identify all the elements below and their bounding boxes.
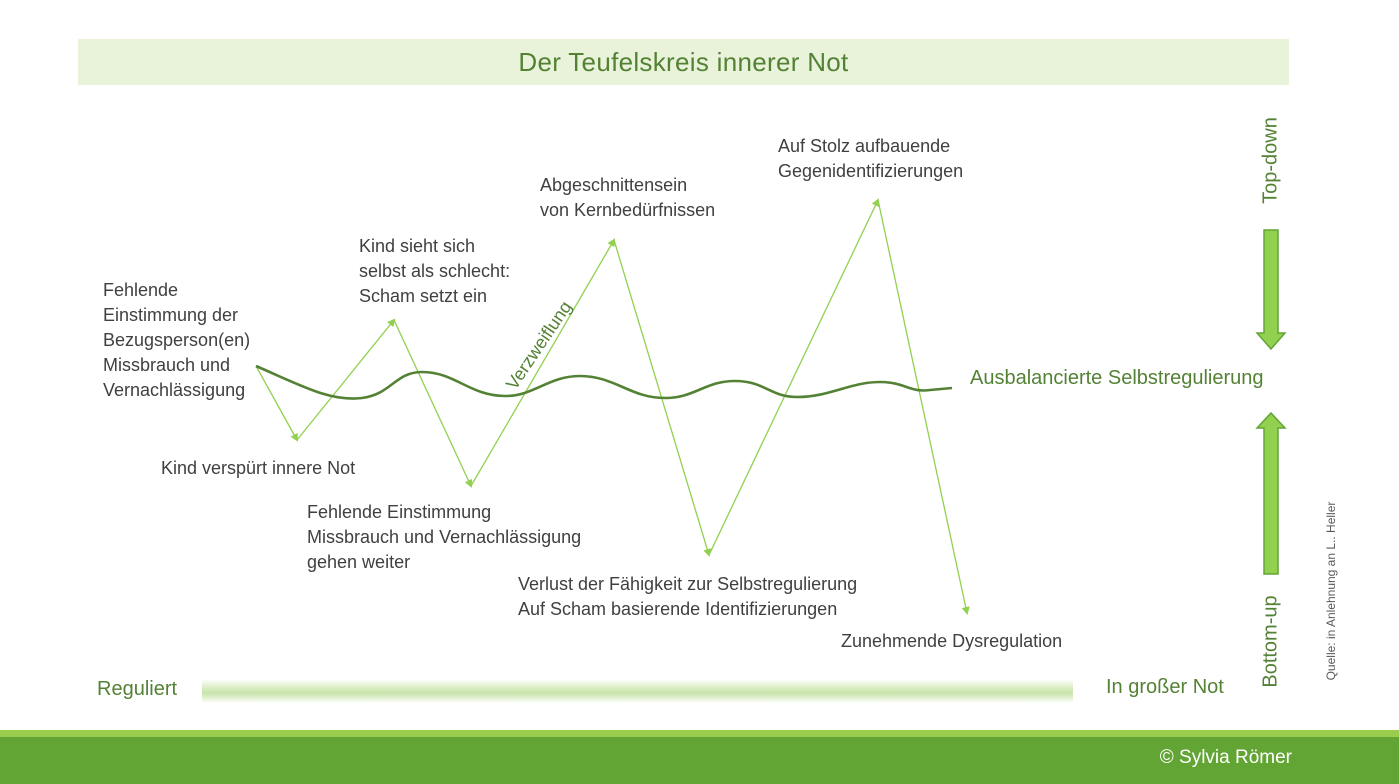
label-ausbalanciert: Ausbalancierte Selbstregulierung — [970, 367, 1264, 389]
label-verlust: Verlust der Fähigkeit zur Selbstregulier… — [518, 574, 858, 619]
arrow-6 — [708, 198, 880, 556]
scale-label-left: Reguliert — [97, 678, 178, 700]
label-fehlende-weiter: Fehlende Einstimmung Missbrauch und Vern… — [307, 502, 582, 572]
footer-accent-line — [0, 730, 1399, 737]
arrow-3 — [393, 319, 473, 488]
label-stolz: Auf Stolz aufbauende Gegenidentifizierun… — [778, 136, 964, 181]
source-note: Quelle: in Anlehnung an L.. Heller — [1324, 501, 1338, 681]
diagram-title: Der Teufelskreis innerer Not — [518, 46, 849, 77]
bottom-up-arrow — [1255, 411, 1287, 575]
label-abgeschnittensein: Abgeschnittensein von Kernbedürfnissen — [540, 175, 716, 220]
arrow-2 — [296, 318, 396, 441]
label-bottom-up: Bottom-up — [1259, 595, 1282, 688]
regulation-scale-bar — [202, 679, 1073, 703]
label-top-down: Top-down — [1259, 117, 1282, 204]
label-fehlende-einstimmung: Fehlende Einstimmung der Bezugsperson(en… — [103, 280, 251, 400]
arrow-7 — [877, 199, 970, 615]
scale-label-right: In großer Not — [1106, 676, 1224, 698]
label-dysregulation: Zunehmende Dysregulation — [841, 631, 1063, 651]
label-kind-verspuert: Kind verspürt innere Not — [161, 458, 356, 478]
arrow-4 — [470, 238, 616, 487]
arrow-1 — [255, 365, 298, 442]
copyright: © Sylvia Römer — [1159, 747, 1292, 768]
title-bar: Der Teufelskreis innerer Not — [78, 39, 1289, 85]
balance-wave — [255, 364, 953, 400]
footer: © Sylvia Römer — [0, 737, 1399, 784]
label-kind-sieht: Kind sieht sich selbst als schlecht: Sch… — [359, 236, 511, 306]
top-down-arrow — [1255, 229, 1287, 351]
